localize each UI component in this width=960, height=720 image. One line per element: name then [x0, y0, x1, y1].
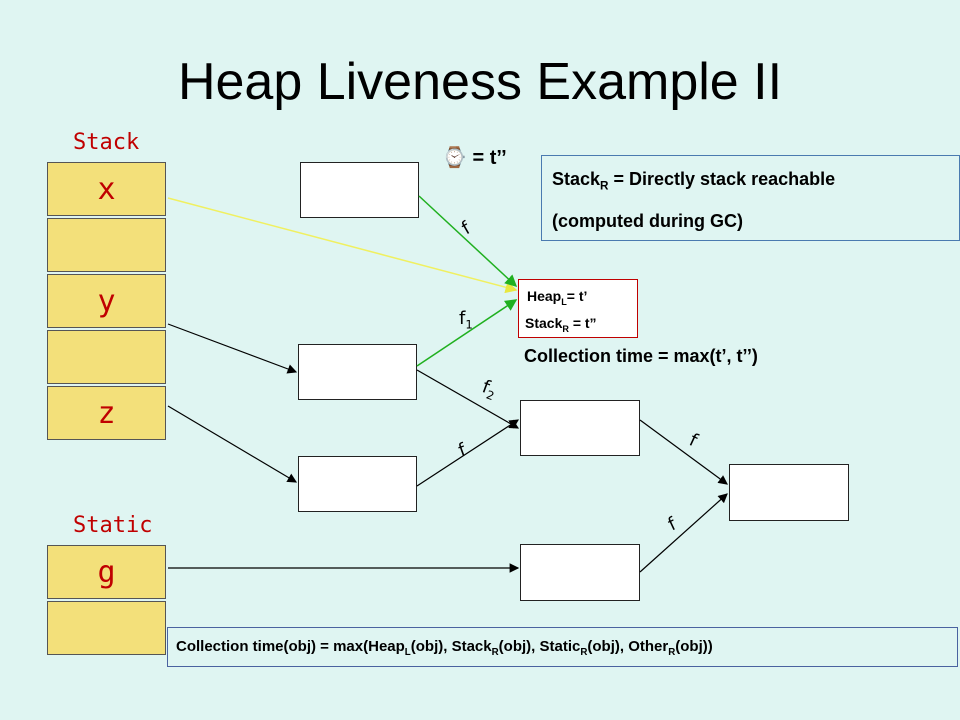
static-cell-empty[interactable]: [47, 601, 166, 655]
stack-cell-empty-1[interactable]: [47, 218, 166, 272]
stack-cell-z[interactable]: z: [47, 386, 166, 440]
edge-f2: [416, 369, 520, 429]
stack-r-label: StackR = t”: [525, 315, 597, 334]
heap-object-f2-target[interactable]: [520, 400, 640, 456]
static-cell-g[interactable]: g: [47, 545, 166, 599]
heap-object-g-target[interactable]: [520, 544, 640, 601]
stack-r-definition: StackR = Directly stack reachable (compu…: [541, 155, 960, 241]
clock-icon: ⌚: [442, 145, 467, 169]
time-marker: ⌚ = t’’: [442, 145, 507, 169]
heap-object-right[interactable]: [729, 464, 849, 521]
heap-l-label: HeapL= t’: [527, 288, 588, 307]
edge-z-to-obj: [167, 405, 298, 483]
page-title: Heap Liveness Example II: [177, 53, 783, 111]
heap-object-top[interactable]: [300, 162, 419, 218]
stack-cell-x[interactable]: x: [47, 162, 166, 216]
edge-y-to-obj: [167, 323, 298, 374]
collection-time-formula: Collection time(obj) = max(HeapL(obj), S…: [167, 627, 958, 667]
edge-x-to-heap: [167, 197, 518, 294]
heap-object-y-target[interactable]: [298, 344, 417, 400]
edge-f-mid: [416, 419, 520, 487]
heap-object-highlighted[interactable]: HeapL= t’ StackR = t”: [518, 279, 638, 338]
edge-f1: [416, 299, 518, 367]
stack-cell-empty-2[interactable]: [47, 330, 166, 384]
edge-f-right-top: [639, 419, 728, 485]
edge-label-f1: f1: [459, 308, 473, 332]
collection-time-label: Collection time = max(t’, t’’): [524, 346, 758, 366]
stack-label: Stack: [73, 130, 140, 155]
heap-object-z-target[interactable]: [298, 456, 417, 512]
edge-f-right-bottom: [639, 493, 728, 573]
static-label: Static: [73, 513, 153, 538]
stack-cell-y[interactable]: y: [47, 274, 166, 328]
edge-top-to-heap: [418, 195, 518, 288]
